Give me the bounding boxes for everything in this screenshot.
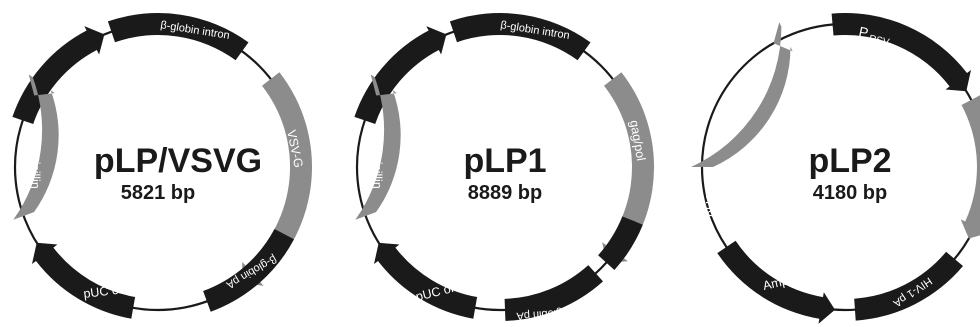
plasmid-plp-vsvg: PCMV β-globin intron VSV-G β-globin pA p… (12, 13, 313, 319)
feature-label-rre: RRE (608, 269, 630, 295)
plasmid-name: pLP/VSVG (94, 142, 262, 180)
plasmid-plp2: PRSV Rev HIV-1 pA Ampicillin pUC ori pLP… (691, 13, 980, 324)
plasmid-size: 4180 bp (813, 182, 887, 204)
feature-label-ampicillin: Ampicillin (370, 136, 384, 189)
plasmid-name: pLP2 (808, 142, 891, 180)
feature-arrow-rre (598, 216, 643, 270)
feature-label-ampicillin: Ampicillin (28, 136, 42, 189)
feature-label-puc-ori: pUC ori (83, 282, 127, 301)
feature-arrow-globin-pa (203, 229, 294, 312)
feature-arrow-ampicillin (13, 74, 59, 220)
feature-label-prsv: PRSV (857, 23, 892, 48)
plasmid-plp1: PCMV β-globin intron gag/pol RRE β-globi… (354, 13, 655, 322)
feature-arrow-globin-intron (107, 13, 249, 61)
feature-arrow-globin-pa (504, 265, 603, 321)
feature-arrow-ampicillin (355, 74, 401, 220)
feature-arrow-p-rsv (831, 13, 971, 92)
feature-arrow-puc-ori (374, 242, 478, 319)
feature-label-beta-globin-pa: β-globin pA (515, 306, 572, 322)
feature-arrow-p-cmv (12, 26, 105, 125)
feature-arrow-hiv-1-pa (854, 251, 963, 321)
feature-arrow-p-cmv (354, 26, 447, 125)
feature-arrow-puc-ori (32, 242, 136, 319)
feature-arrow-vsv-g (242, 72, 313, 286)
feature-label-puc-ori: pUC ori (704, 175, 718, 217)
feature-arrow-globin-intron (449, 13, 591, 61)
feature-arrow-rev (960, 95, 980, 239)
feature-arrow-puc-ori (691, 22, 793, 168)
feature-arrow-ampicillin (717, 240, 835, 324)
plasmid-name: pLP1 (463, 142, 546, 180)
feature-arrow-gag-pol (602, 72, 655, 263)
plasmid-size: 5821 bp (121, 182, 195, 204)
plasmid-size: 8889 bp (468, 182, 542, 204)
feature-label-rev: Rev (958, 125, 975, 150)
